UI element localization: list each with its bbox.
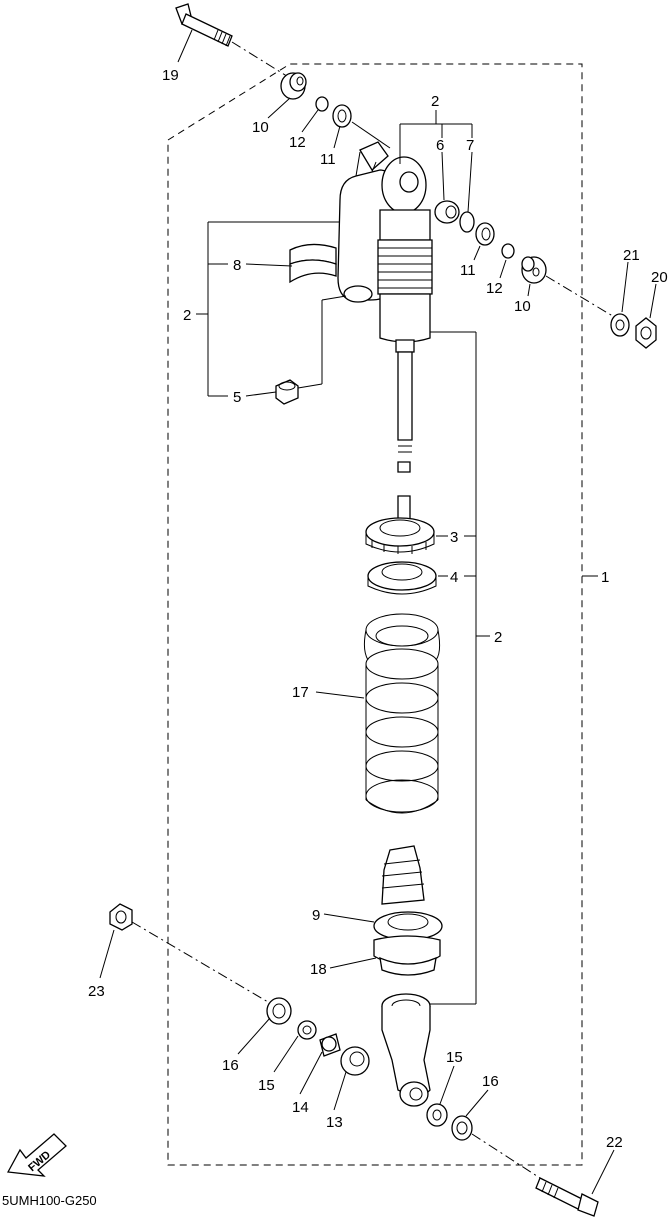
part-11-washer-top [332,104,352,128]
callout-5: 5 [233,389,241,406]
part-16-washer-left [266,997,292,1025]
part-8-band [289,243,337,284]
callout-16: 16 [222,1057,239,1074]
callout-11: 11 [320,151,336,168]
part-9-bump-rubber [373,845,443,941]
diagram-code: 5UMH100-G250 [2,1193,97,1208]
part-11-washer-right [475,222,495,246]
callout-15: 15 [258,1077,275,1094]
callout-6: 6 [436,137,444,154]
part-12-oring-top [315,96,329,112]
part-22-bolt [535,1177,599,1217]
part-19-bolt [175,3,233,47]
leader-lines [99,29,657,1195]
part-21-washer [610,313,630,337]
part-17-spring [363,613,441,814]
callout-14: 14 [292,1099,309,1116]
callout-12: 12 [289,134,306,151]
part-3-ring-nut [365,517,435,554]
part-10-collar-top [280,72,307,100]
callout-2: 2 [183,307,191,324]
callout-2: 2 [494,629,502,646]
callout-4: 4 [450,569,458,586]
callout-7: 7 [466,137,474,154]
assembly-boundary [167,63,583,1166]
callout-3: 3 [450,529,458,546]
part-14-bushing [319,1033,341,1057]
part-15-collar-left [297,1020,317,1040]
callout-9: 9 [312,907,320,924]
fwd-arrow-icon: FWD [6,1133,67,1177]
part-7-seal [459,211,475,233]
part-10-collar-right [521,256,547,284]
part-18-spring-seat [373,935,441,976]
part-12-oring-right [501,243,515,259]
lower-rod-end [381,993,431,1107]
callout-1: 1 [601,569,609,586]
callout-19: 19 [162,67,179,84]
callout-13: 13 [326,1114,343,1131]
part-16-washer-right [451,1115,473,1141]
callout-18: 18 [310,961,327,978]
callout-8: 8 [233,257,241,274]
part-4-ring-nut [367,561,437,595]
callout-17: 17 [292,684,309,701]
callout-10: 10 [252,119,269,136]
callout-20: 20 [651,269,668,286]
callout-15: 15 [446,1049,463,1066]
piston-rod [397,351,413,521]
callout-16: 16 [482,1073,499,1090]
callout-11: 11 [460,262,476,279]
shock-body [377,156,433,353]
callout-21: 21 [623,247,640,264]
part-6-bushing [434,200,460,224]
callout-23: 23 [88,983,105,1000]
callout-10: 10 [514,298,531,315]
part-13-bearing [340,1046,370,1076]
part-5-cap [275,379,299,405]
callout-22: 22 [606,1134,623,1151]
part-15-collar-right [426,1103,448,1127]
part-20-nut [635,317,657,349]
part-23-nut [109,903,133,931]
callout-2: 2 [431,93,439,110]
callout-12: 12 [486,280,503,297]
